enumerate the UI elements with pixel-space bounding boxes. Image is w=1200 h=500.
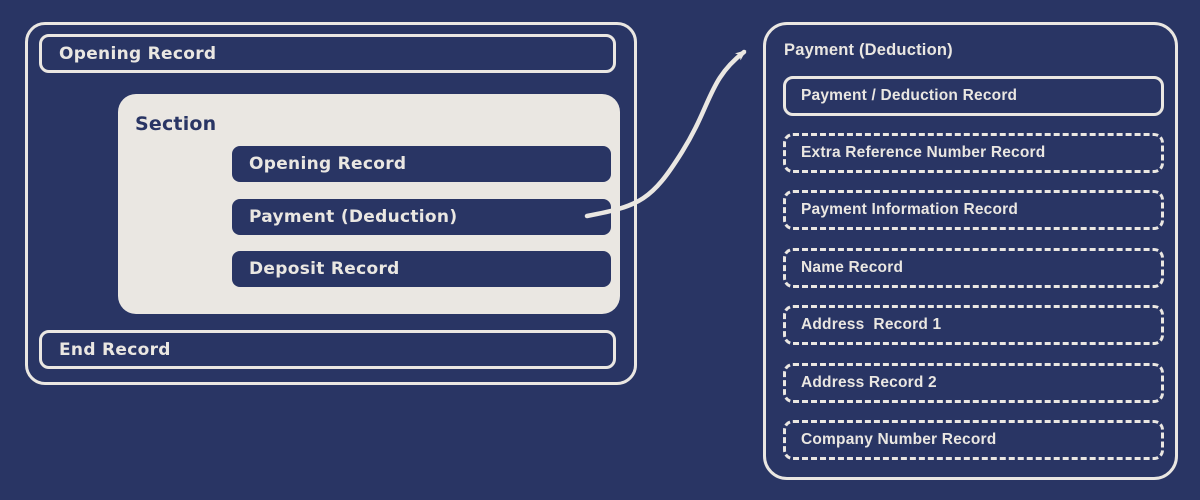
company-number-record-box: Company Number Record (783, 420, 1164, 460)
section-record-label: Payment (Deduction) (249, 207, 458, 227)
address-record-2-box: Address Record 2 (783, 363, 1164, 403)
record-label: Company Number Record (801, 431, 997, 448)
section-record-label: Opening Record (249, 154, 407, 174)
section-record-opening: Opening Record (232, 146, 611, 182)
section-label: Section (135, 113, 217, 135)
panel-title: Payment (Deduction) (784, 41, 953, 59)
record-label: Name Record (801, 259, 904, 276)
section-record-deposit: Deposit Record (232, 251, 611, 287)
record-label: Payment Information Record (801, 201, 1019, 218)
record-label: Address Record 1 (801, 316, 942, 333)
opening-record-label: Opening Record (59, 43, 217, 64)
section-record-label: Deposit Record (249, 259, 400, 279)
end-record-label: End Record (59, 339, 171, 360)
file-structure-container: Opening Record Section Opening Record Pa… (25, 22, 637, 385)
end-record-box: End Record (39, 330, 616, 369)
record-label: Address Record 2 (801, 374, 937, 391)
payment-deduction-record-box: Payment / Deduction Record (783, 76, 1164, 116)
payment-information-record-box: Payment Information Record (783, 190, 1164, 230)
name-record-box: Name Record (783, 248, 1164, 288)
payment-deduction-panel: Payment (Deduction) Payment / Deduction … (763, 22, 1178, 480)
opening-record-box: Opening Record (39, 34, 616, 73)
section-box: Section Opening Record Payment (Deductio… (118, 94, 620, 314)
extra-reference-number-record-box: Extra Reference Number Record (783, 133, 1164, 173)
address-record-1-box: Address Record 1 (783, 305, 1164, 345)
record-label: Payment / Deduction Record (801, 87, 1018, 104)
section-record-payment-deduction: Payment (Deduction) (232, 199, 611, 235)
record-label: Extra Reference Number Record (801, 144, 1046, 161)
